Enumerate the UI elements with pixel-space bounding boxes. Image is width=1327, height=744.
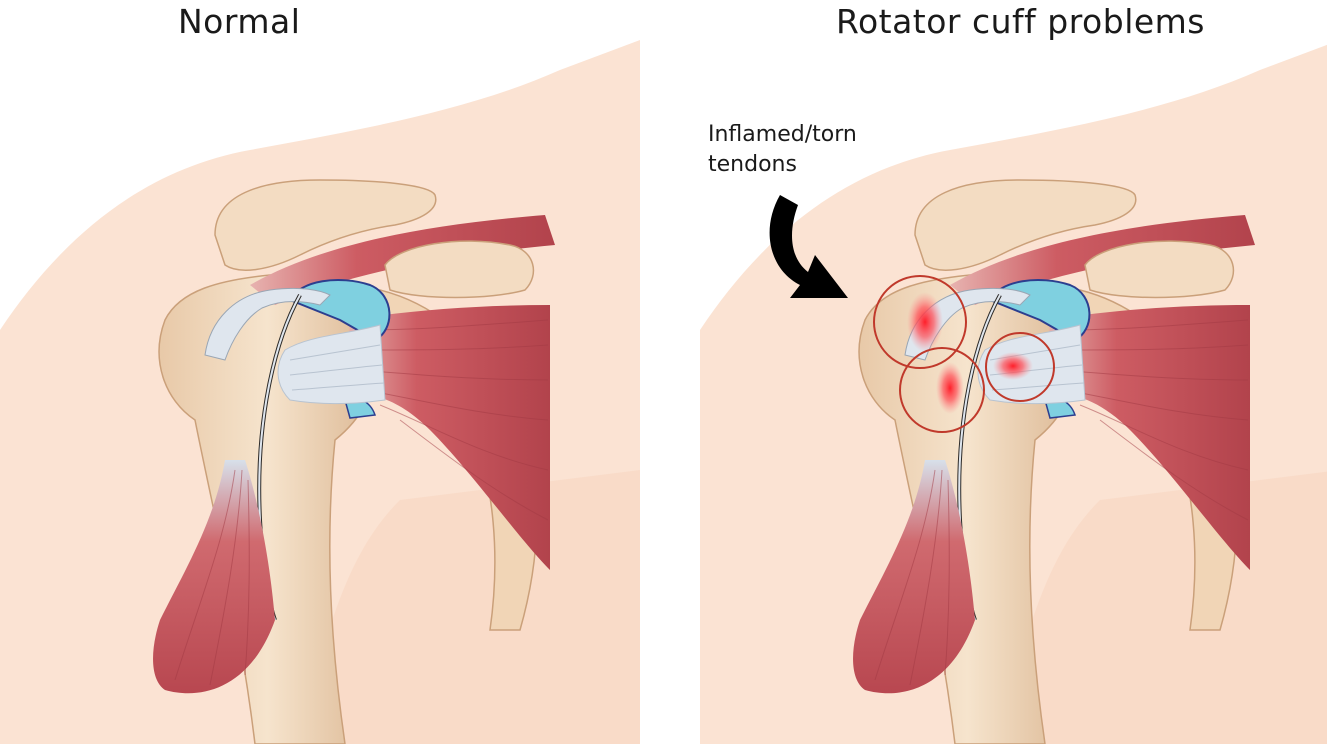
shoulder-problem [700,40,1327,744]
inflammation-spot-2 [936,362,964,414]
inflammation-spot-1 [907,292,943,352]
inflammation-spot-3 [993,352,1033,380]
shoulder-normal [0,40,640,744]
